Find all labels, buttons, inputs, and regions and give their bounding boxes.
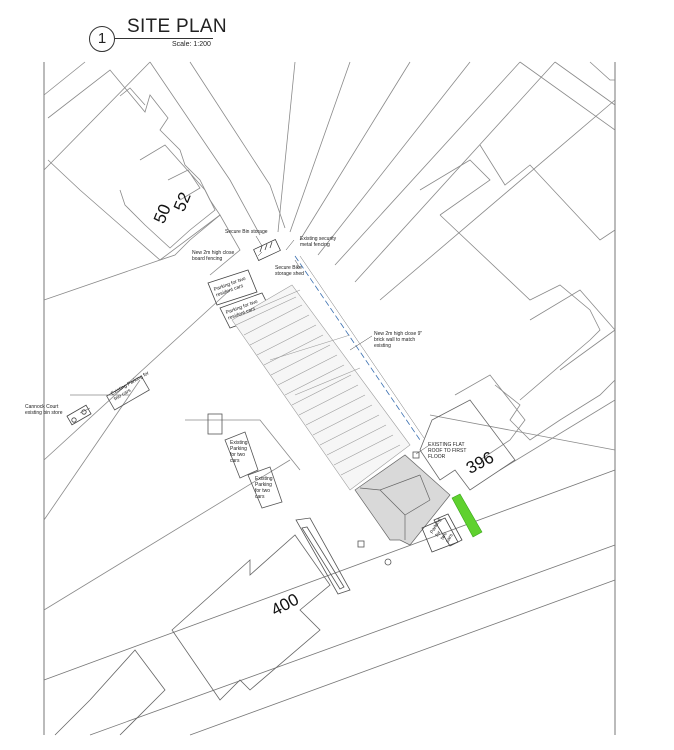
boundary-fence-dashed [294, 255, 425, 441]
front-hedge [451, 493, 483, 538]
note-secure-bike-storage: Secure Bike storage shed [275, 265, 304, 277]
proposed-building-roof [231, 284, 411, 491]
road-edges [43, 469, 616, 736]
central-plot-lines [43, 289, 301, 611]
note-new-board-fencing: New 2m high close board fencing [192, 250, 235, 262]
note-cannock-court-bin-store: Cannock Court existing bin store [25, 404, 63, 416]
title-underline [115, 38, 213, 39]
top-left-plots [43, 61, 286, 301]
note-existing-security-fencing: Existing security metal fencing [300, 236, 337, 248]
title-block: 1 SITE PLAN Scale: 1:200 [0, 0, 674, 60]
note-new-brick-wall: New 2m high close 9" brick wall to match… [374, 331, 423, 349]
right-side-buildings [419, 144, 616, 471]
house-400-outline [54, 534, 331, 736]
drawing-number: 1 [89, 26, 115, 52]
note-existing-flat-roof: EXISTING FLAT ROOF TO FIRST FLOOR [428, 442, 467, 460]
annotation-leaders [79, 235, 429, 455]
note-secure-bin-storage: Secure Bin storage [225, 229, 268, 235]
note-existing-parking-b: Existing Parking for two cars [255, 476, 273, 500]
drawing-scale: Scale: 1:200 [172, 41, 211, 48]
note-existing-parking-a: Existing Parking for two cars [230, 440, 248, 464]
bin-storage-icon [253, 239, 281, 261]
site-markers [357, 451, 420, 566]
front-parking-box [421, 513, 463, 553]
left-parking-bays [106, 375, 351, 595]
rear-garden-boundaries [277, 61, 616, 301]
drawing-title: SITE PLAN [127, 16, 227, 37]
existing-building-hipped-roof [354, 454, 451, 546]
house-396-outline [419, 399, 516, 491]
bin-store-symbol [66, 404, 92, 426]
